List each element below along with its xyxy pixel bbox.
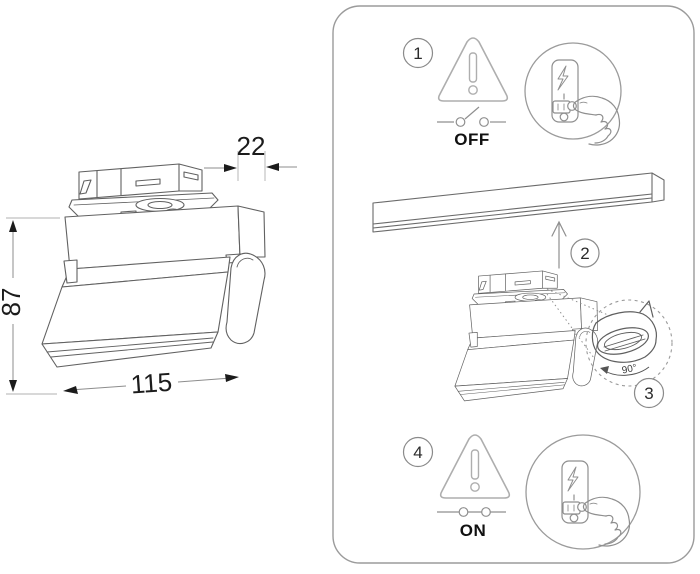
step-4-badge (402, 436, 434, 468)
up-arrow-icon (551, 220, 567, 269)
step-1-number: 1 (413, 44, 422, 63)
step-3-number: 3 (644, 384, 653, 403)
rotation-angle-label: 90° (621, 363, 638, 377)
power-on-switch-icon (437, 507, 506, 517)
step-2: 2 (372, 172, 665, 269)
rotation-detail-circle (585, 299, 673, 387)
off-label: OFF (454, 130, 490, 149)
power-off-switch-icon (437, 106, 506, 127)
step-3: 90° 3 (454, 270, 673, 409)
fixture-technical-drawing: 22 87 115 (0, 131, 297, 399)
step-1: 1 OFF (402, 37, 622, 149)
detail-circle-step-4 (525, 434, 641, 550)
rotation-arrow-icon (600, 366, 650, 376)
step-1-badge (402, 37, 434, 69)
detail-circle-step-1 (524, 42, 622, 140)
dim-width-label: 115 (130, 367, 173, 400)
magnifier-leader-lines (546, 288, 609, 359)
dimension-width (63, 374, 239, 394)
step-3-badge (633, 377, 665, 409)
dimension-height (6, 217, 60, 395)
rotation-knob-detail (591, 300, 658, 363)
fixture-line-art (41, 163, 266, 368)
on-label: ON (460, 521, 487, 540)
step-2-number: 2 (580, 244, 589, 263)
dimension-depth (204, 151, 297, 181)
step-2-badge (570, 238, 600, 268)
step-4-number: 4 (413, 443, 422, 462)
dim-height-label: 87 (0, 288, 26, 317)
dim-depth-label: 22 (237, 131, 266, 161)
track-rail (372, 172, 665, 233)
step-4: 4 ON (402, 434, 641, 550)
